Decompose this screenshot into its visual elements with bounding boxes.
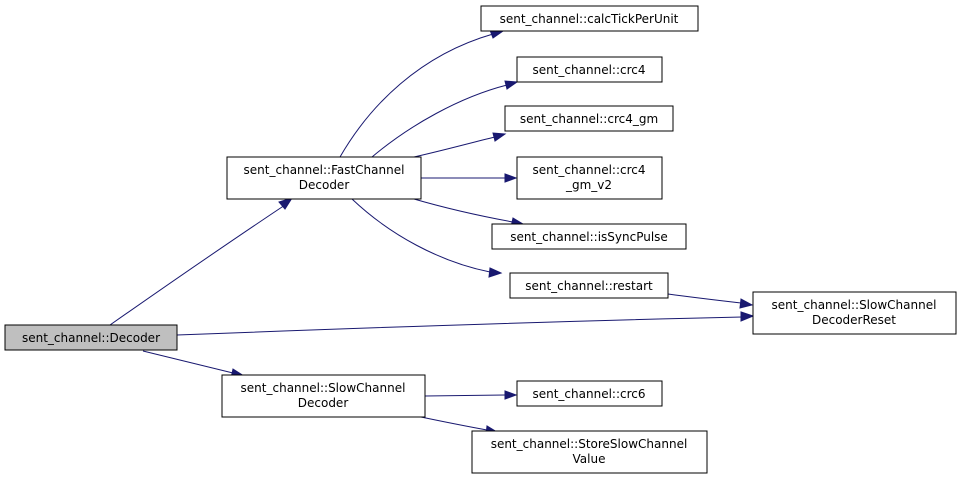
- node-crc4-gm-v2[interactable]: sent_channel::crc4 _gm_v2: [516, 156, 663, 200]
- node-label: sent_channel::isSyncPulse: [510, 230, 668, 244]
- edge-fastchannel-decoder-to-crc4-gm: [413, 132, 507, 158]
- edge-decoder-to-slowchannel-decoder-reset: [176, 311, 755, 336]
- edge-fastchannel-decoder-to-crc4-gm-v2: [421, 173, 518, 183]
- node-restart[interactable]: sent_channel::restart: [509, 272, 669, 299]
- node-label-line-1: sent_channel::FastChannel: [244, 163, 405, 177]
- node-label: sent_channel::crc6: [532, 387, 645, 401]
- node-label: sent_channel::crc4: [532, 63, 645, 77]
- edge-decoder-to-slowchannel-decoder: [142, 350, 246, 379]
- node-label: sent_channel::crc4_gm: [520, 112, 658, 126]
- node-slowchannel-decoder[interactable]: sent_channel::SlowChannel Decoder: [221, 374, 426, 418]
- edge-fastchannel-decoder-to-restart: [351, 198, 503, 278]
- node-label-line-2: _gm_v2: [565, 178, 612, 192]
- node-label-line-2: Value: [573, 452, 606, 466]
- nodes: sent_channel::Decoder sent_channel::Fast…: [4, 5, 957, 474]
- edge-fastchannel-decoder-to-calctickperunit: [339, 29, 505, 158]
- node-label-line-2: Decoder: [299, 178, 350, 192]
- node-label-line-1: sent_channel::SlowChannel: [241, 381, 406, 395]
- node-label-line-2: DecoderReset: [812, 313, 896, 327]
- node-fastchannel-decoder[interactable]: sent_channel::FastChannel Decoder: [226, 156, 422, 200]
- edge-slowchannel-decoder-to-crc6: [424, 390, 518, 400]
- node-label-line-1: sent_channel::crc4: [532, 163, 645, 177]
- node-decoder[interactable]: sent_channel::Decoder: [4, 324, 178, 351]
- edge-restart-to-slowchannel-decoder-reset: [667, 293, 754, 309]
- node-slowchannel-decoder-reset[interactable]: sent_channel::SlowChannel DecoderReset: [752, 291, 957, 335]
- node-crc6[interactable]: sent_channel::crc6: [516, 380, 663, 407]
- edge-fastchannel-decoder-to-issyncpulse: [413, 198, 525, 228]
- node-crc4-gm[interactable]: sent_channel::crc4_gm: [504, 105, 674, 132]
- node-label-line-1: sent_channel::SlowChannel: [772, 298, 937, 312]
- edge-fastchannel-decoder-to-crc4: [371, 80, 519, 158]
- edge-decoder-to-fastchannel-decoder: [109, 197, 294, 326]
- node-issyncpulse[interactable]: sent_channel::isSyncPulse: [491, 223, 687, 250]
- node-calctickperunit[interactable]: sent_channel::calcTickPerUnit: [480, 5, 699, 32]
- node-storeslowchannelvalue[interactable]: sent_channel::StoreSlowChannel Value: [471, 430, 708, 474]
- node-label-line-2: Decoder: [298, 396, 349, 410]
- node-label: sent_channel::restart: [525, 279, 653, 293]
- node-crc4[interactable]: sent_channel::crc4: [516, 56, 663, 83]
- node-label-line-1: sent_channel::StoreSlowChannel: [491, 437, 688, 451]
- node-label: sent_channel::Decoder: [22, 331, 160, 345]
- node-label: sent_channel::calcTickPerUnit: [500, 12, 679, 26]
